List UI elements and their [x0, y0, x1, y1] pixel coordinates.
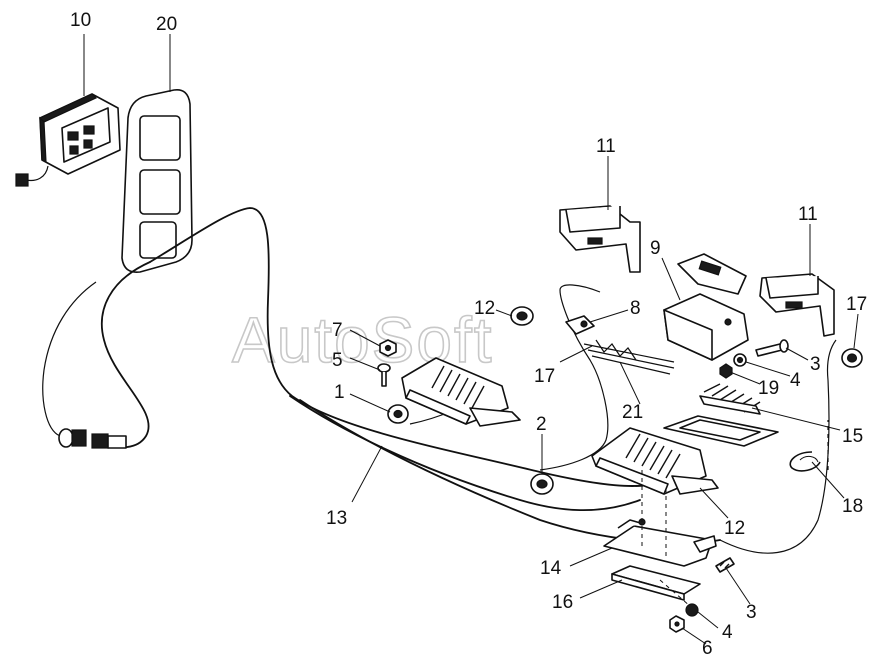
- callout-1: 1: [334, 382, 345, 403]
- callout-12-upper: 12: [474, 298, 495, 319]
- controller-module-upper: [401, 357, 521, 427]
- callout-4-lower: 4: [722, 622, 733, 643]
- callout-4-upper: 4: [790, 370, 801, 391]
- controller-module-lower-part-12: [591, 427, 719, 495]
- display-unit-part-10: [15, 93, 121, 187]
- bracket-part-14: [603, 518, 717, 567]
- assembly-guides: [641, 470, 691, 607]
- callout-12-lower: 12: [724, 518, 745, 539]
- grommet-part-2: [530, 473, 554, 495]
- callout-17-right: 17: [846, 294, 867, 315]
- harness-connector-left: [58, 428, 127, 449]
- callout-2: 2: [536, 414, 547, 435]
- grommet-part-1: [387, 404, 409, 424]
- callout-19: 19: [758, 378, 779, 399]
- nut-part-19: [719, 363, 733, 379]
- plate-part-16: [611, 565, 701, 601]
- callout-14: 14: [540, 558, 562, 579]
- callout-5: 5: [332, 350, 343, 371]
- callouts: 10 20 11 11 9 12 8 17 7 5 1 17 3 4 19 21…: [70, 10, 867, 659]
- bracket-part-11-left: [559, 205, 641, 273]
- callout-11-right: 11: [798, 204, 818, 225]
- callout-21: 21: [622, 402, 643, 423]
- washer-part-4-lower: [685, 603, 699, 617]
- frame-part-20: [121, 88, 193, 274]
- washer-part-4-upper: [733, 353, 747, 367]
- callout-3-lower: 3: [746, 602, 757, 623]
- callout-17-left: 17: [534, 366, 555, 387]
- bolt-part-3-upper: [755, 339, 789, 357]
- callout-6: 6: [702, 638, 713, 659]
- nut-part-6: [669, 615, 685, 633]
- bracket-part-11-right: [759, 273, 835, 337]
- grommet-part-17-right: [841, 348, 863, 368]
- plate-upper: [677, 253, 747, 295]
- callout-3-upper: 3: [810, 354, 821, 375]
- clip-part-8: [565, 315, 595, 335]
- callout-20: 20: [156, 14, 177, 35]
- callout-16: 16: [552, 592, 573, 613]
- callout-13: 13: [326, 508, 347, 529]
- callout-15: 15: [842, 426, 863, 447]
- screw-part-3-lower: [715, 557, 735, 573]
- callout-7: 7: [332, 320, 343, 341]
- wire-bundle-part-21: [583, 339, 675, 375]
- heatsink-part-15: [699, 383, 761, 415]
- gasket-plate: [663, 415, 779, 447]
- bolt-part-5: [377, 363, 391, 387]
- callout-11-left: 11: [596, 136, 616, 157]
- wiring-harness-part-13: [42, 207, 837, 554]
- callout-10: 10: [70, 10, 91, 31]
- leader-lines: [83, 34, 859, 645]
- callout-8: 8: [630, 298, 641, 319]
- clamp-part-18: [789, 451, 821, 472]
- mount-bracket-part-9: [663, 293, 749, 361]
- callout-18: 18: [842, 496, 863, 517]
- callout-9: 9: [650, 238, 661, 259]
- nut-part-7: [379, 339, 397, 357]
- grommet-part-12-upper: [510, 306, 534, 326]
